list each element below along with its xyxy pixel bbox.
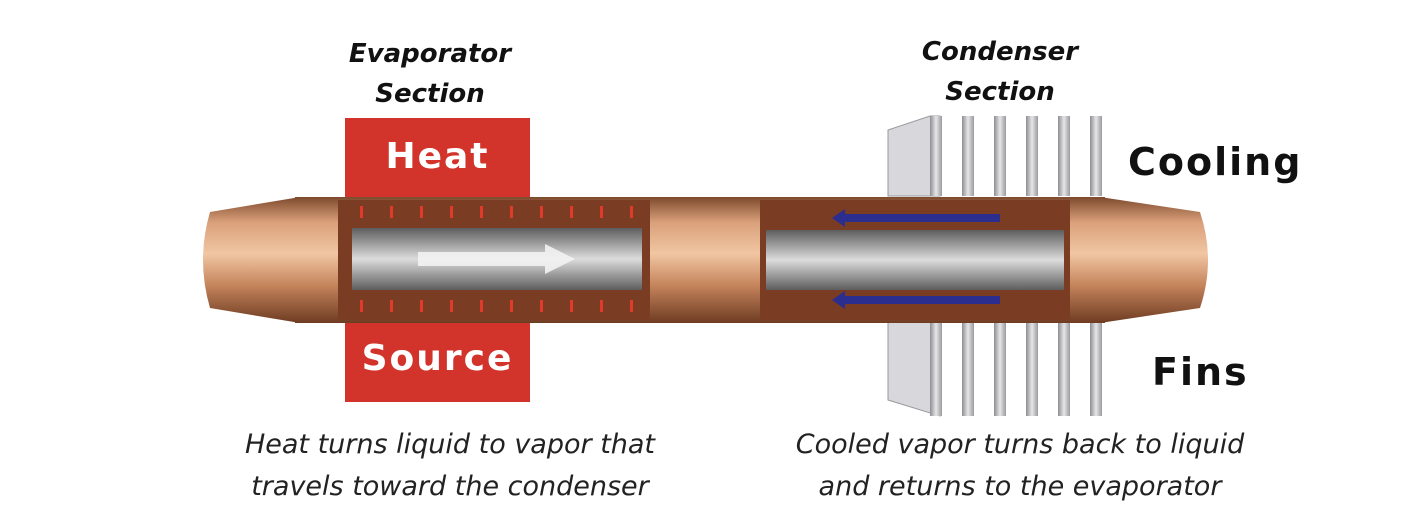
condenser-label-line2: Section [945,77,1055,107]
evaporator-caption: Heat turns liquid to vapor that travels … [220,424,680,508]
condenser-label: Condenser Section [900,32,1100,112]
evaporator-label-line1: Evaporator [348,39,512,69]
heat-label: Heat [385,136,490,177]
evaporator-label-line2: Section [375,79,485,109]
condenser-caption: Cooled vapor turns back to liquid and re… [770,424,1270,508]
condenser-caption-line2: and returns to the evaporator [818,471,1222,502]
heat-block-top [345,118,530,198]
condenser-label-line1: Condenser [921,37,1079,67]
liquid-return-arrows [832,209,1000,309]
evaporator-caption-line1: Heat turns liquid to vapor that [244,429,656,460]
cooling-fins [887,115,1102,417]
condenser-caption-line1: Cooled vapor turns back to liquid [795,429,1245,460]
evaporator-caption-line2: travels toward the condenser [251,471,649,502]
fins-label: Fins [1152,350,1249,394]
vapor-arrow [418,244,575,274]
evaporator-cutaway [338,200,650,320]
heat-block-bottom [345,322,530,402]
condenser-cutaway [760,200,1070,320]
cooling-label: Cooling [1128,140,1303,184]
source-label: Source [361,338,514,379]
evaporator-label: Evaporator Section [330,34,530,114]
